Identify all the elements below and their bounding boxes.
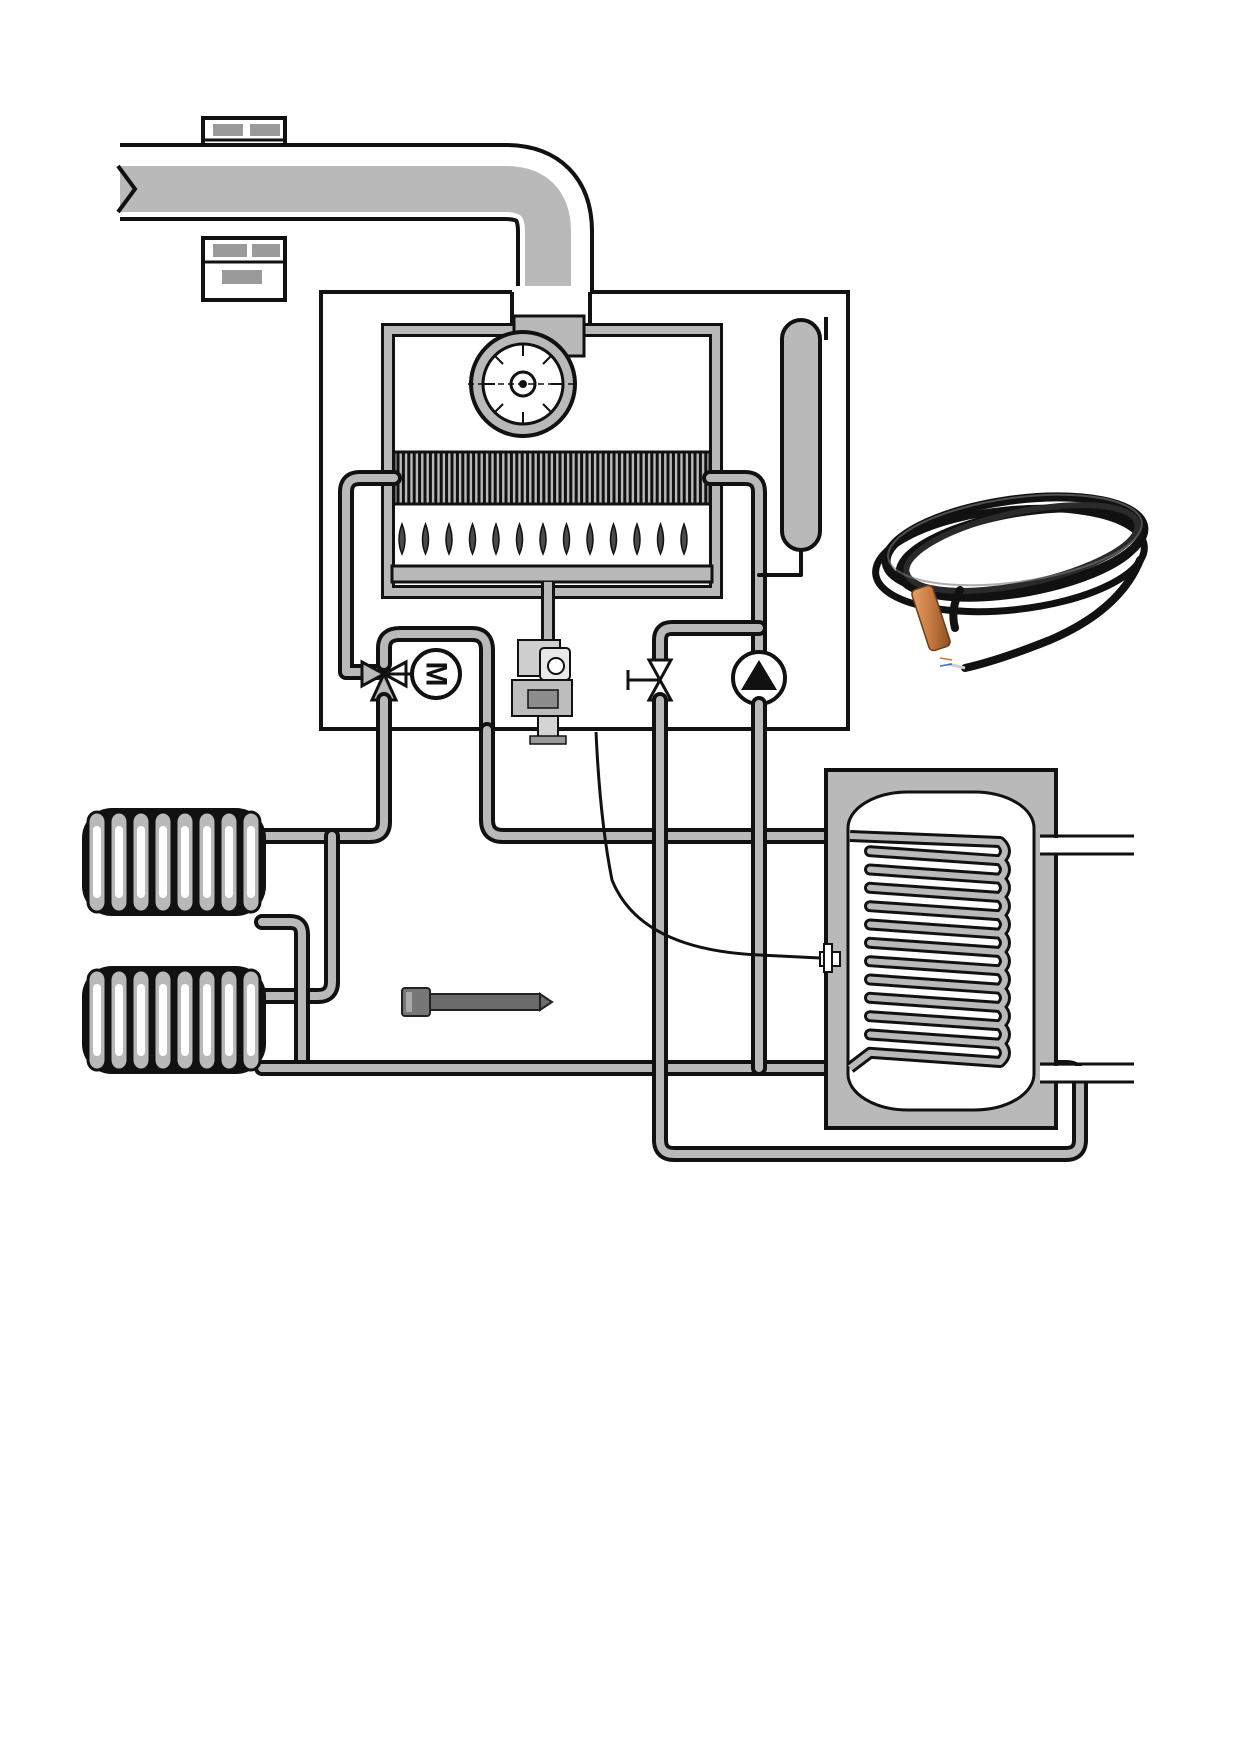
burner-flame — [398, 521, 406, 556]
burner-flame — [539, 521, 547, 556]
radiator-column-gap — [247, 826, 255, 898]
radiator-column-gap — [225, 826, 233, 898]
radiator-column-gap — [115, 984, 123, 1056]
radiator-lower — [82, 966, 266, 1074]
radiator-column-gap — [203, 984, 211, 1056]
three-way-valve — [360, 659, 412, 702]
burner-flame — [680, 521, 688, 556]
burner-flame — [445, 521, 453, 556]
combustion-fan — [468, 314, 586, 438]
radiator-column-gap — [137, 826, 145, 898]
heat-exchanger — [392, 450, 712, 506]
radiator-column-gap — [93, 984, 101, 1056]
radiator-column-gap — [137, 984, 145, 1056]
radiator-column-gap — [181, 984, 189, 1056]
radiator-column-gap — [203, 826, 211, 898]
burner-flame — [586, 521, 594, 556]
coil-pipe — [848, 833, 1008, 1071]
radiator-column-gap — [159, 826, 167, 898]
burner-flame — [421, 521, 430, 556]
flue-opening — [512, 286, 590, 298]
burner-flame — [515, 521, 524, 556]
gas-valve — [511, 639, 573, 745]
cylinder-coil — [846, 830, 1011, 1073]
burner-flame — [468, 521, 477, 556]
burner-flame — [562, 521, 571, 556]
sensor-cable-photo — [872, 492, 1149, 672]
radiator-column-gap — [115, 826, 123, 898]
burner-flame — [656, 521, 665, 556]
radiator-column-gap — [159, 984, 167, 1056]
burner — [390, 521, 714, 640]
radiator-column-gap — [247, 984, 255, 1056]
burner-flame — [633, 521, 641, 556]
external-pipes — [254, 692, 1088, 1162]
expansion-vessel — [780, 317, 828, 575]
motor-label: M — [420, 662, 453, 687]
radiator-column-gap — [93, 826, 101, 898]
valve-motor: M — [410, 648, 462, 700]
temperature-sensor — [594, 731, 841, 973]
internal-pipes — [338, 470, 803, 738]
sensor-probe — [401, 984, 554, 1018]
burner-flame — [492, 521, 500, 556]
burner-flame — [609, 521, 618, 556]
flue-pipe — [116, 143, 594, 325]
wall-bricks — [201, 116, 287, 302]
radiator-column-gap — [181, 826, 189, 898]
radiator-upper — [82, 808, 266, 916]
radiator-column-gap — [225, 984, 233, 1056]
